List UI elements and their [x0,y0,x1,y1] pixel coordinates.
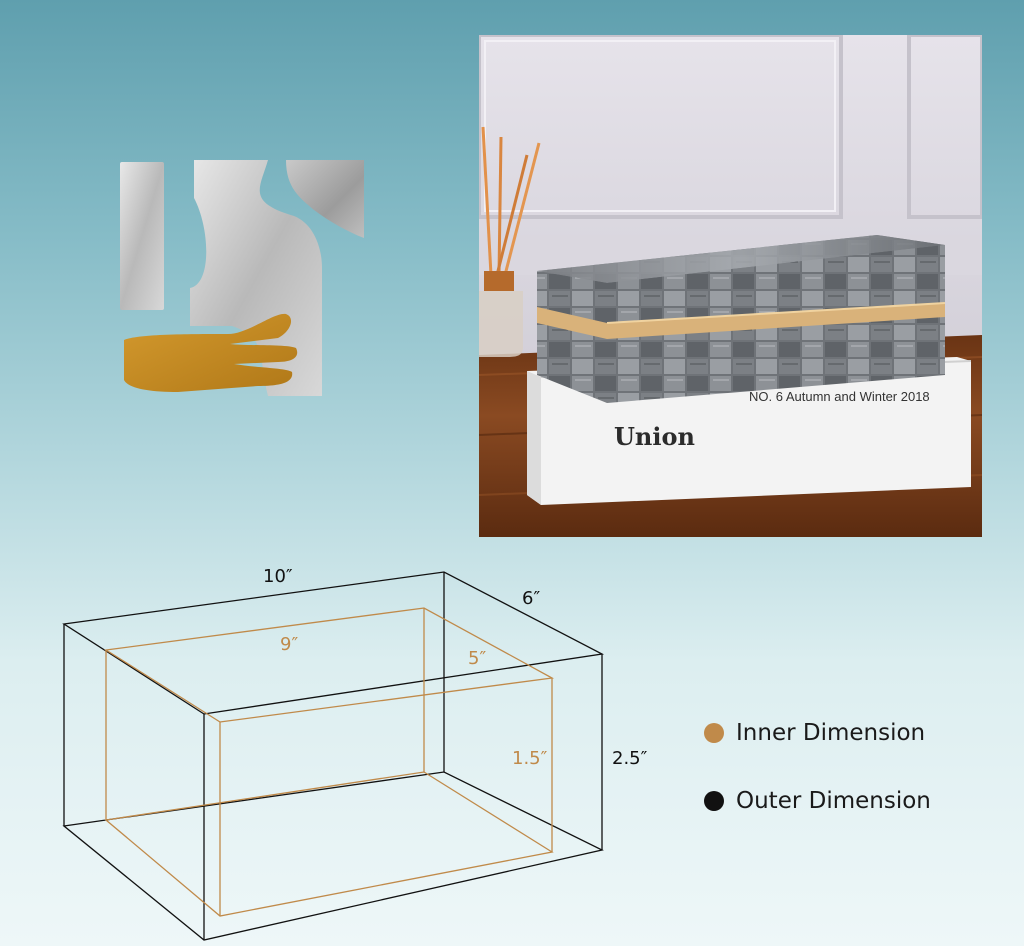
inner-height-label: 1.5″ [512,748,548,769]
inner-length-label: 9″ [280,634,299,655]
outer-width-label: 6″ [522,588,541,609]
legend-item-outer: Outer Dimension [704,786,931,816]
book-title: Union [614,422,695,451]
dimension-diagram [62,571,605,941]
legend-inner-label: Inner Dimension [736,720,926,746]
inner-width-label: 5″ [468,648,487,669]
inner-dot-icon [704,723,724,743]
inner-box [104,607,555,917]
legend-item-inner: Inner Dimension [704,718,931,748]
outer-length-label: 10″ [263,566,293,587]
book-subtitle: NO. 6 Autumn and Winter 2018 [749,389,930,404]
legend-outer-label: Outer Dimension [736,788,931,814]
product-photo: Union NO. 6 Autumn and Winter 2018 [479,35,982,537]
outer-height-label: 2.5″ [612,748,648,769]
brand-logo [118,158,368,398]
outer-box [62,571,605,941]
outer-dot-icon [704,791,724,811]
legend: Inner Dimension Outer Dimension [704,718,931,854]
